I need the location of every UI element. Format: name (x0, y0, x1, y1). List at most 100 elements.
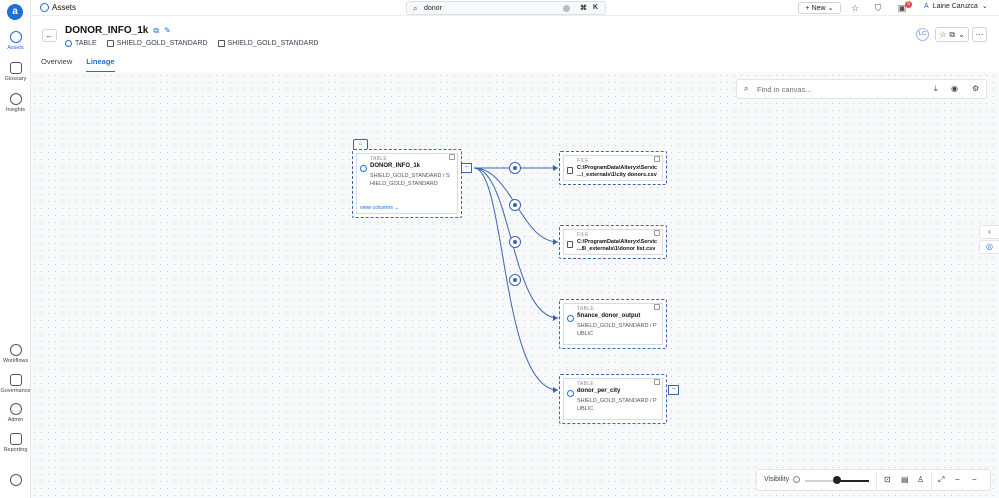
asset-schema[interactable]: SHIELD_GOLD_STANDARD (217, 40, 319, 47)
chevron-down-icon: ⌄ (827, 5, 834, 12)
node-body (563, 229, 663, 255)
owner-avatar[interactable]: LC (916, 28, 929, 41)
star-icon[interactable]: ☆ (850, 3, 860, 13)
lineage-node-source[interactable]: TABLE DONOR_INFO_1k SHIELD_GOLD_STANDARD… (352, 149, 462, 218)
k-key-hint: K (593, 4, 599, 11)
node-name: donor_per_city (577, 388, 621, 394)
tab-lineage[interactable]: Lineage (86, 57, 115, 72)
lineage-node-file[interactable]: FILE C:\ProgramData\Alteryx\Servic ...8\… (559, 225, 667, 259)
lineage-canvas[interactable]: ⌂ TABLE DONOR_INFO_1k SHIELD_GOLD_STANDA… (31, 72, 999, 498)
zoom-out-icon[interactable]: − (955, 475, 960, 484)
fit-view-icon[interactable]: ⊡ (884, 475, 891, 484)
collapse-panel-tab[interactable]: ‹ (979, 225, 999, 239)
node-path-line-2: UBLIC (577, 406, 594, 412)
star-icon[interactable]: ☆ (939, 30, 947, 39)
more-icon: ⋯ (975, 30, 984, 39)
database-icon (106, 40, 114, 47)
node-type: TABLE (577, 306, 594, 312)
rail-item-workflows[interactable]: Workflows (0, 344, 31, 364)
settings-icon[interactable]: ⚙ (972, 84, 980, 93)
node-type: FILE (577, 158, 589, 164)
top-bar: Assets ⌕ donor ⌘ K + New ⌄ ☆ ⛉ ▣ 5 A Lai… (31, 0, 999, 16)
more-options-button[interactable]: ⋯ (972, 27, 987, 42)
node-type: TABLE (577, 381, 594, 387)
rail-item-governance[interactable]: Governance (0, 374, 31, 394)
gift-icon[interactable]: ▣ (897, 3, 907, 13)
lineage-node-table[interactable]: TABLE donor_per_city SHIELD_GOLD_STANDAR… (559, 374, 667, 424)
breadcrumb: Assets (40, 3, 76, 12)
shield-icon[interactable]: ⛉ (874, 3, 882, 13)
chevron-down-icon[interactable]: ⌄ (958, 30, 965, 39)
download-icon[interactable]: ⤓ (934, 84, 938, 93)
asset-schema-label: SHIELD_GOLD_STANDARD (227, 40, 319, 47)
help-button[interactable] (0, 474, 31, 486)
edge-process-badge[interactable] (509, 236, 521, 248)
fullscreen-icon[interactable]: ⤢ (938, 475, 945, 484)
search-input[interactable]: donor (424, 5, 442, 12)
rail-item-label: Workflows (2, 358, 29, 364)
asset-database[interactable]: SHIELD_GOLD_STANDARD (106, 40, 208, 47)
open-in-new-icon[interactable] (654, 379, 660, 385)
rail-item-admin[interactable]: Admin (0, 403, 31, 423)
edge-process-badge[interactable] (509, 199, 521, 211)
compass-icon (9, 31, 22, 43)
help-icon (9, 474, 22, 486)
canvas-search-input[interactable]: Find in canvas... (757, 85, 812, 94)
eye-icon[interactable]: ◉ (951, 84, 958, 93)
copy-icon[interactable]: ⧉ (153, 25, 160, 35)
edge-process-badge[interactable] (509, 162, 521, 174)
open-in-new-icon[interactable] (654, 156, 660, 162)
info-icon[interactable] (793, 476, 800, 483)
new-button-label: New (811, 4, 826, 12)
table-icon (65, 40, 72, 47)
avatar: A (924, 2, 929, 10)
rail-item-glossary[interactable]: Glossary (0, 62, 31, 82)
edge-arrow (553, 315, 558, 321)
node-body (563, 303, 663, 345)
rail-item-insights[interactable]: Insights (0, 93, 31, 113)
edit-pencil-icon[interactable]: ✎ (164, 26, 171, 35)
lineage-node-file[interactable]: FILE C:\ProgramData\Alteryx\Servic ...\_… (559, 151, 667, 185)
edge-process-badge[interactable] (509, 274, 521, 286)
section-title[interactable]: Assets (52, 3, 77, 12)
app-logo[interactable]: a (7, 4, 23, 20)
collapse-downstream-button[interactable]: − (461, 163, 472, 173)
open-in-new-icon[interactable] (654, 230, 660, 236)
minimize-icon[interactable]: − (972, 475, 977, 484)
rail-item-label: Assets (7, 45, 24, 51)
file-icon (567, 241, 573, 248)
asset-details-tab[interactable]: ◎ (979, 240, 999, 254)
visibility-label: Visibility (764, 476, 790, 483)
tab-overview[interactable]: Overview (41, 57, 73, 66)
global-search[interactable]: ⌕ donor ⌘ K (406, 1, 606, 15)
visibility-slider-handle[interactable] (833, 476, 841, 484)
open-in-new-icon[interactable] (449, 154, 455, 160)
clear-search-icon[interactable] (563, 5, 570, 12)
lightbulb-icon (9, 93, 22, 105)
new-button[interactable]: + New ⌄ (798, 2, 841, 14)
tree-icon[interactable]: ♙ (917, 475, 925, 484)
play-icon (9, 344, 22, 356)
user-menu[interactable]: A Laine Caruzca ⌄ (924, 2, 988, 11)
rail-item-label: Glossary (4, 76, 27, 82)
home-icon: ⌂ (353, 139, 368, 149)
asset-database-label: SHIELD_GOLD_STANDARD (116, 40, 208, 47)
rail-item-reporting[interactable]: Reporting (0, 433, 31, 453)
rail-item-assets[interactable]: Assets (0, 31, 31, 51)
plus-icon: + (805, 4, 810, 12)
bank-icon (9, 374, 22, 386)
layout-icon[interactable]: ▤ (901, 475, 909, 484)
view-columns-link[interactable]: view columns ⌄ (360, 205, 400, 211)
node-type: TABLE (370, 156, 387, 162)
asset-meta: TABLE SHIELD_GOLD_STANDARD SHIELD_GOLD_S… (65, 40, 318, 47)
canvas-search[interactable]: ⌕ Find in canvas... ⤓ ◉ ⚙ (736, 79, 987, 99)
copy-icon[interactable]: ⧉ (949, 29, 956, 39)
open-in-new-icon[interactable] (654, 304, 660, 310)
asset-actions-group[interactable]: ☆ ⧉ ⌄ (935, 27, 969, 42)
node-name-line-1: C:\ProgramData\Alteryx\Servic (577, 239, 658, 245)
edge-arrow (553, 165, 558, 171)
expand-downstream-button[interactable]: − (668, 385, 679, 395)
node-name: DONOR_INFO_1k (370, 163, 421, 169)
lineage-node-table[interactable]: TABLE finance_donor_output SHIELD_GOLD_S… (559, 299, 667, 349)
back-button[interactable]: ← (42, 29, 57, 42)
